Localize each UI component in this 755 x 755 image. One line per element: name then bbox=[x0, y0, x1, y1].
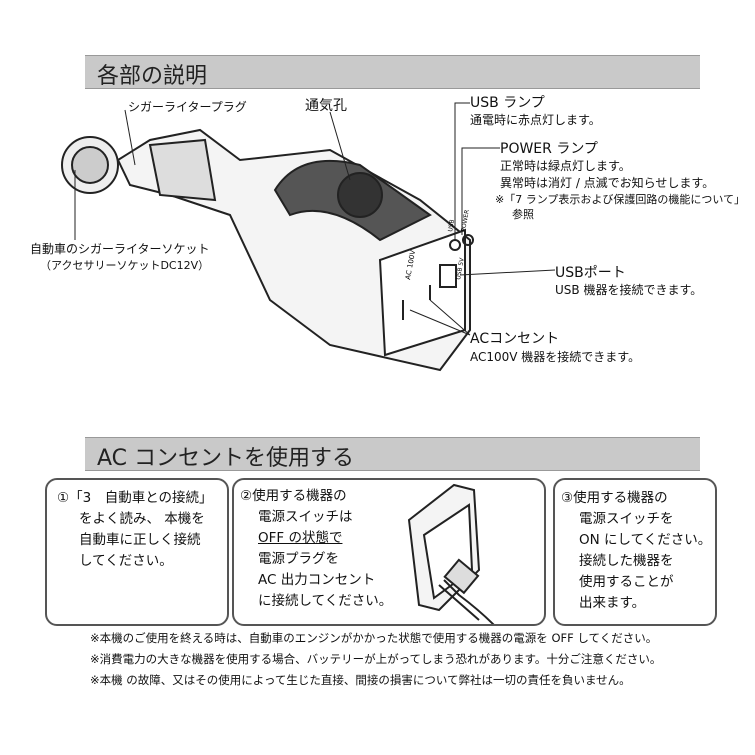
label-socket: 自動車のシガーライターソケット bbox=[30, 242, 210, 256]
label-usb-lamp: USB ランプ bbox=[470, 95, 545, 111]
label-usb-port-desc: USB 機器を接続できます。 bbox=[555, 283, 703, 297]
step-text: をよく読み、 本機を bbox=[79, 511, 205, 527]
label-ac: ACコンセント bbox=[470, 331, 560, 347]
step-text: ②使用する機器の bbox=[240, 488, 347, 504]
section-header-ac: AC コンセントを使用する bbox=[85, 437, 700, 471]
step-text: 接続した機器を bbox=[579, 553, 674, 569]
label-usb-port: USBポート bbox=[555, 265, 626, 281]
step-text: 電源プラグを bbox=[258, 551, 339, 567]
label-power-desc2: 異常時は消灯 / 点滅でお知らせします。 bbox=[500, 176, 715, 190]
label-vent: 通気孔 bbox=[305, 98, 347, 114]
step-text: 使用することが bbox=[579, 574, 674, 590]
step-text: AC 出力コンセント bbox=[258, 572, 376, 588]
step-text: 出来ます。 bbox=[579, 595, 646, 611]
step-1: ①「3 自動車との接続」 をよく読み、 本機を 自動車に正しく接続 してください… bbox=[45, 478, 229, 626]
step-text: に接続してください。 bbox=[258, 593, 393, 609]
step-text: 自動車に正しく接続 bbox=[79, 532, 201, 548]
plug-illustration bbox=[407, 483, 495, 624]
label-power-note: ※「7 ランプ表示および保護回路の機能について」 bbox=[495, 193, 746, 206]
device-usb-label: USB bbox=[447, 219, 456, 232]
step-3: ③使用する機器の 電源スイッチを ON にしてください。 接続した機器を 使用す… bbox=[553, 478, 717, 626]
step-text-emphasis: OFF の状態で bbox=[258, 530, 343, 546]
label-ac-desc: AC100V 機器を接続できます。 bbox=[470, 350, 641, 364]
device-usb5v-label: USB 5V bbox=[455, 256, 466, 280]
note-2: ※消費電力の大きな機器を使用する場合、バッテリーが上がってしまう恐れがあります。… bbox=[90, 652, 662, 666]
device-power-label: POWER bbox=[460, 209, 471, 232]
label-usb-lamp-desc: 通電時に赤点灯します。 bbox=[470, 113, 601, 127]
step-text: ③使用する機器の bbox=[561, 490, 668, 506]
note-3: ※本機 の故障、又はその使用によって生じた直接、間接の損害について弊社は一切の責… bbox=[90, 673, 631, 687]
label-socket-sub: （アクセサリーソケットDC12V） bbox=[40, 259, 210, 272]
inverter-illustration: AC 100V USB POWER USB 5V bbox=[61, 102, 556, 372]
label-power-note2: 参照 bbox=[512, 208, 534, 221]
section-title: AC コンセントを使用する bbox=[97, 446, 355, 471]
section-title: 各部の説明 bbox=[97, 64, 208, 89]
label-power-desc1: 正常時は緑点灯します。 bbox=[500, 159, 631, 173]
label-plug: シガーライタープラグ bbox=[128, 100, 247, 114]
step-text: してください。 bbox=[79, 553, 173, 569]
step-text: ①「3 自動車との接続」 bbox=[57, 490, 213, 506]
step-text: 電源スイッチは bbox=[258, 509, 353, 525]
section-header-parts: 各部の説明 bbox=[85, 55, 700, 89]
step-text: ON にしてください。 bbox=[579, 532, 712, 548]
step-text: 電源スイッチを bbox=[579, 511, 674, 527]
note-1: ※本機のご使用を終える時は、自動車のエンジンがかかった状態で使用する機器の電源を… bbox=[90, 631, 658, 645]
label-power-lamp: POWER ランプ bbox=[500, 141, 598, 157]
step-2: ②使用する機器の 電源スイッチは OFF の状態で 電源プラグを AC 出力コン… bbox=[232, 478, 546, 626]
